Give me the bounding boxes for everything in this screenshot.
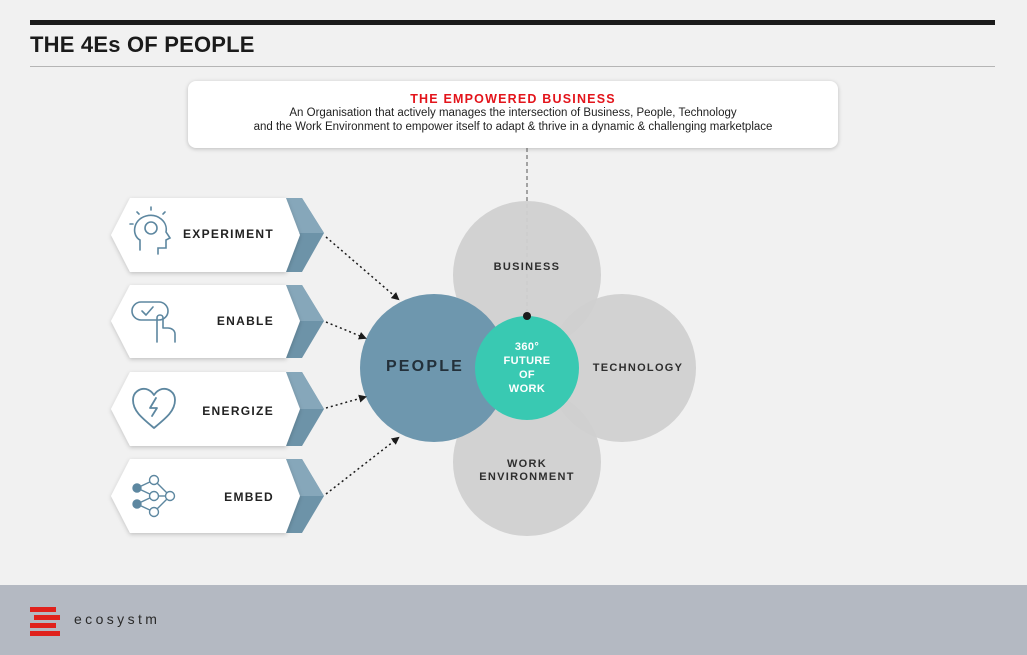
center-label-line-3: OF: [518, 369, 536, 381]
business-circle: [453, 201, 601, 349]
touch-tap-icon: [131, 301, 176, 343]
center-label: 360° FUTURE OF WORK: [487, 340, 567, 396]
business-label: BUSINESS: [493, 261, 561, 273]
connector-dot: [523, 312, 531, 320]
pillar-experiment: [111, 198, 324, 272]
pill-enable: [111, 285, 300, 358]
pillar-label-enable: ENABLE: [216, 314, 274, 328]
footer: ecosystm: [0, 585, 1027, 655]
network-nodes-icon: [132, 474, 176, 518]
banner-description-line-2: and the Work Environment to empower itse…: [253, 121, 773, 133]
arrow-embed-to-people: [325, 436, 400, 495]
four-es-diagram: [111, 148, 696, 536]
arrow-experiment-to-people: [325, 236, 400, 301]
technology-label: TECHNOLOGY: [592, 362, 684, 374]
people-circle: [360, 294, 508, 442]
banner-heading: THE EMPOWERED BUSINESS: [410, 92, 616, 106]
work-environment-circle: [453, 388, 601, 536]
work-environment-label-line-2: ENVIRONMENT: [479, 471, 575, 483]
pillar-enable: [111, 285, 324, 358]
top-rule: [30, 20, 995, 25]
pillar-label-experiment: EXPERIMENT: [182, 227, 274, 241]
pillar-energize: [111, 372, 324, 446]
pillar-label-energize: ENERGIZE: [202, 404, 274, 418]
center-label-line-2: FUTURE: [503, 355, 551, 367]
ecosystm-logo-mark: [30, 607, 60, 637]
center-label-line-4: WORK: [508, 383, 546, 395]
pillar-embed: [111, 459, 324, 533]
brain-head-icon: [129, 206, 172, 255]
work-environment-label: WORK ENVIRONMENT: [472, 458, 582, 484]
center-circle: [475, 316, 579, 420]
work-environment-label-line-1: WORK: [506, 458, 548, 470]
heart-bolt-icon: [132, 387, 176, 429]
arrow-energize-to-people: [325, 394, 367, 409]
center-label-line-1: 360°: [514, 341, 540, 353]
people-label: PEOPLE: [385, 358, 465, 375]
banner-description-line-1: An Organisation that actively manages th…: [289, 107, 737, 119]
title-divider: [30, 66, 995, 67]
brand-name: ecosystm: [74, 611, 161, 627]
page-title: THE 4Es OF PEOPLE: [30, 32, 255, 57]
pillar-label-embed: EMBED: [224, 490, 274, 504]
technology-circle: [548, 294, 696, 442]
arrow-enable-to-people: [325, 321, 367, 340]
empowered-business-banner: THE EMPOWERED BUSINESS An Organisation t…: [188, 81, 838, 148]
